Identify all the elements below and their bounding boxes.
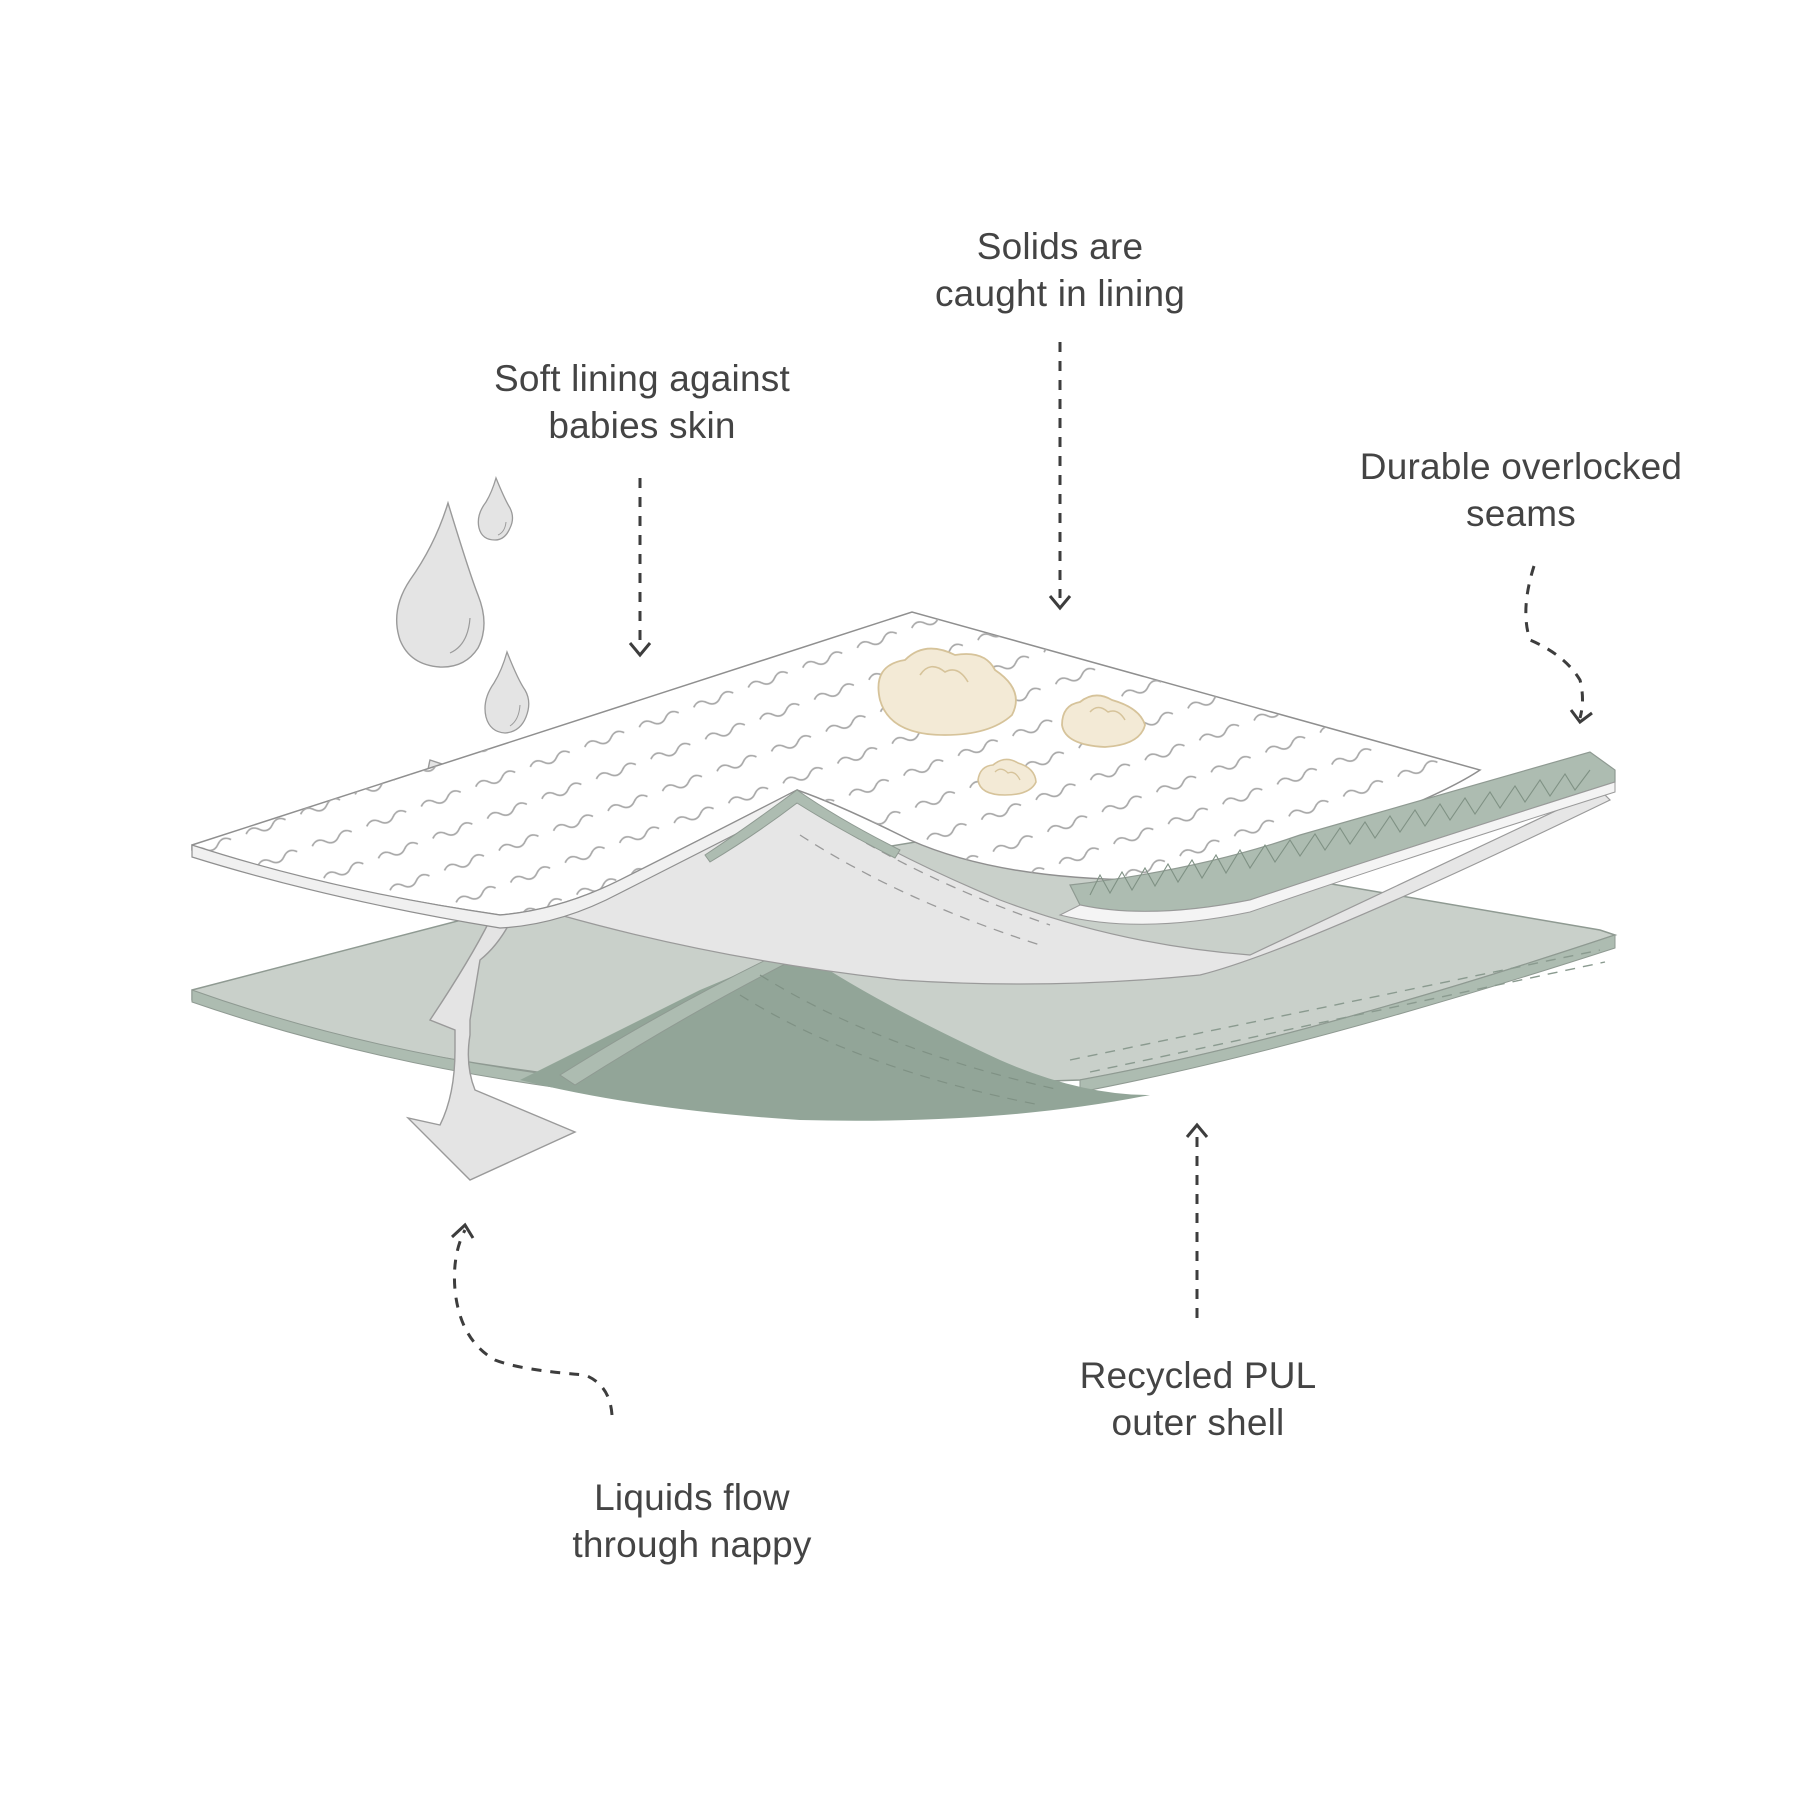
label-liquids-line-2: through nappy [572, 1524, 812, 1565]
arrow-liquids-icon [453, 1229, 614, 1416]
label-solids-line-1: Solids are [976, 226, 1144, 267]
label-solids-line-2: caught in lining [934, 273, 1186, 314]
label-pul-shell-line-1: Recycled PUL [1079, 1355, 1317, 1396]
large-drop-icon [395, 500, 485, 668]
callout-arrows [453, 342, 1584, 1416]
label-seams: Durable overlocked seams [1360, 443, 1682, 537]
label-pul-shell: Recycled PUL outer shell [1080, 1352, 1317, 1446]
label-soft-lining-line-2: babies skin [548, 405, 736, 446]
solids-blobs [877, 647, 1146, 796]
medium-drop-icon [484, 649, 530, 734]
inner-lining-layer [191, 611, 1616, 985]
label-pul-shell-line-2: outer shell [1111, 1402, 1285, 1443]
label-liquids: Liquids flow through nappy [572, 1474, 811, 1568]
label-solids: Solids are caught in lining [935, 223, 1185, 317]
label-soft-lining-line-1: Soft lining against [494, 358, 790, 399]
water-drops [395, 476, 530, 734]
arrow-seams-icon [1524, 565, 1584, 719]
small-drop-icon [477, 476, 514, 541]
label-seams-line-2: seams [1466, 493, 1576, 534]
label-liquids-line-1: Liquids flow [594, 1477, 790, 1518]
label-seams-line-1: Durable overlocked [1359, 446, 1683, 487]
label-soft-lining: Soft lining against babies skin [494, 355, 790, 449]
